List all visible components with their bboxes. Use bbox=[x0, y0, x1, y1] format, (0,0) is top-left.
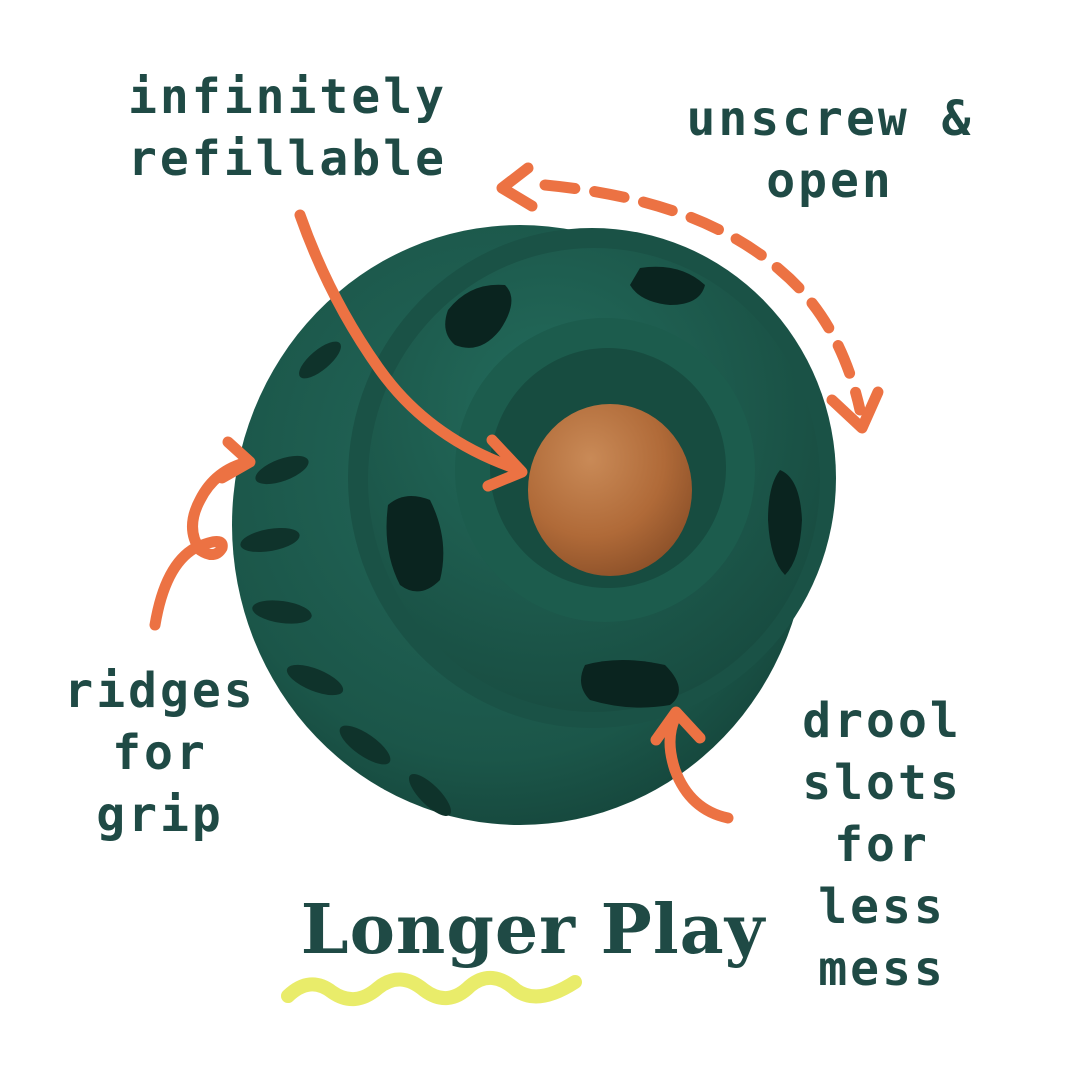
refill-arrow-icon bbox=[294, 209, 526, 476]
ridges-arrow-icon bbox=[149, 456, 254, 631]
callout-line: refillable bbox=[128, 131, 447, 187]
drool-arrow-icon bbox=[664, 712, 734, 824]
treat-icon bbox=[528, 404, 692, 576]
callout-line: slots for bbox=[802, 755, 962, 873]
callout-refillable: infinitely refillable bbox=[128, 66, 447, 190]
headline-underline-icon bbox=[281, 971, 582, 1006]
callout-line: infinitely bbox=[128, 69, 447, 125]
headline: Longer Play bbox=[300, 890, 766, 970]
callout-ridges: ridges for grip bbox=[40, 660, 280, 846]
callout-line: drool bbox=[802, 693, 962, 749]
unscrew-dashed-arrow-icon bbox=[539, 179, 866, 416]
callout-unscrew: unscrew & open bbox=[680, 88, 980, 212]
callout-line: ridges bbox=[64, 663, 256, 719]
callout-line: for grip bbox=[96, 725, 224, 843]
treat-ball-toy-icon bbox=[232, 225, 836, 825]
callout-line: less mess bbox=[818, 879, 946, 997]
ridges-icon bbox=[240, 341, 452, 817]
callout-line: unscrew & bbox=[686, 91, 974, 147]
callout-line: open bbox=[766, 153, 894, 209]
callout-drool-slots: drool slots for less mess bbox=[752, 690, 1012, 1000]
